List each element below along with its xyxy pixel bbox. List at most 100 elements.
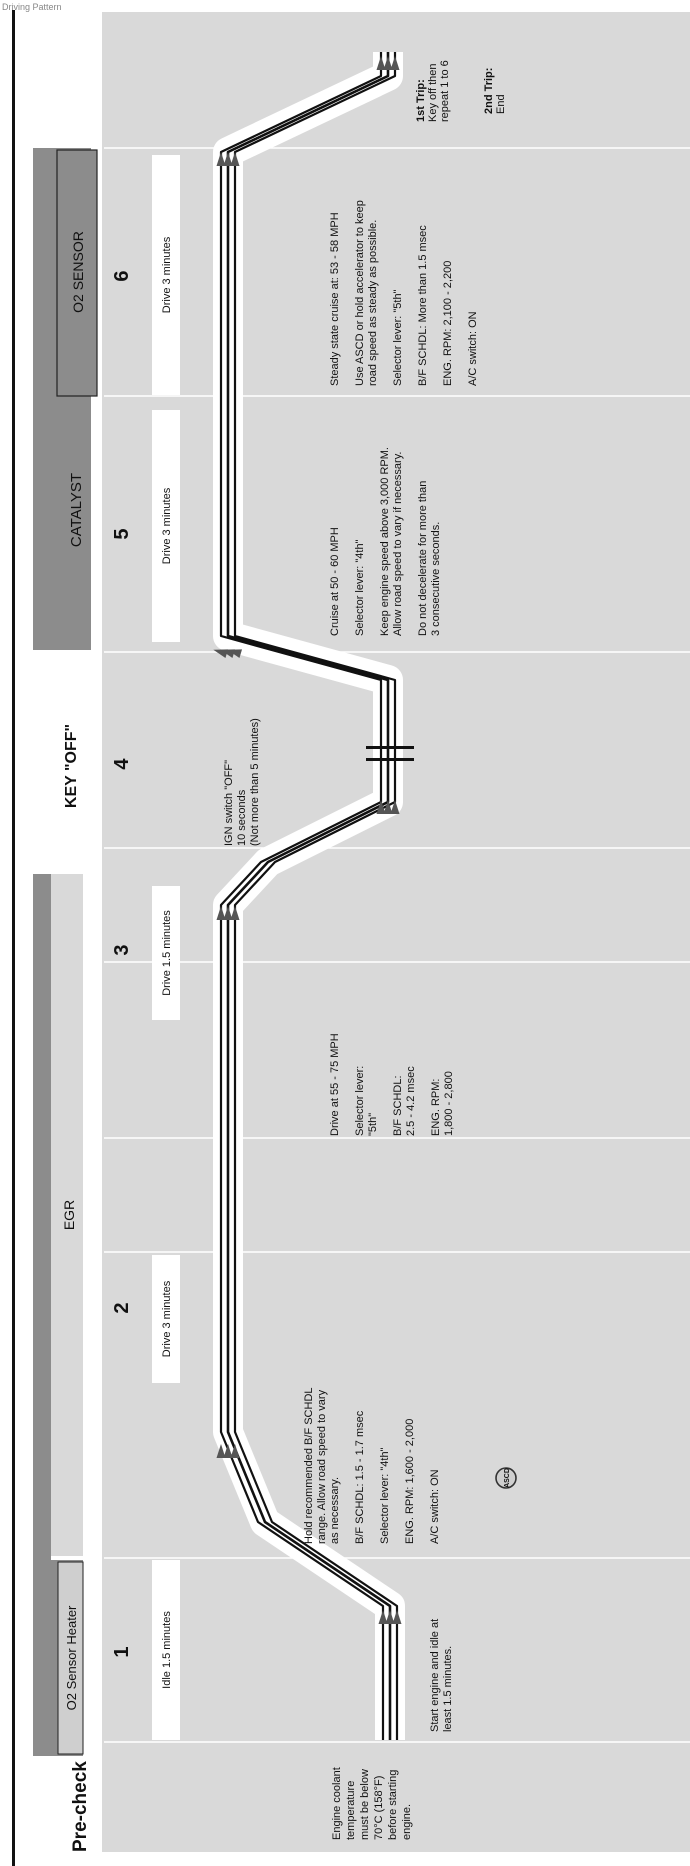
precheck-title: Pre-check bbox=[70, 1761, 91, 1852]
path-arrowhead bbox=[223, 152, 233, 167]
step-instruction: range. Allow road speed to vary bbox=[316, 1389, 328, 1544]
step-instruction: Selector lever: "5th" bbox=[392, 289, 404, 386]
time-box bbox=[152, 1560, 180, 1740]
ascd-badge bbox=[495, 1467, 517, 1489]
first-trip-title: 1st Trip: bbox=[415, 79, 427, 122]
o2-sensor-bar bbox=[56, 149, 98, 397]
first-trip-body: Key off then bbox=[427, 63, 439, 122]
step-instruction: Keep engine speed above 3,000 RPM. bbox=[379, 447, 391, 636]
path-arrowhead bbox=[383, 56, 393, 71]
o2-sensor-label: O2 SENSOR bbox=[70, 231, 86, 313]
time-box bbox=[152, 155, 180, 395]
key-off-label: KEY "OFF" bbox=[63, 724, 80, 808]
step-number: 6 bbox=[111, 270, 133, 281]
path-arrowhead bbox=[216, 906, 226, 921]
step-instruction: B/F SCHDL: bbox=[392, 1075, 404, 1136]
step-number: 1 bbox=[111, 1646, 133, 1657]
o2-heater-label: O2 Sensor Heater bbox=[64, 1605, 79, 1710]
step-instruction: Do not decelerate for more than bbox=[417, 481, 429, 636]
speed-path bbox=[213, 52, 414, 1740]
step-instruction: Start engine and idle at bbox=[429, 1619, 441, 1732]
precheck-note: temperature bbox=[345, 1781, 357, 1840]
path-line bbox=[219, 52, 385, 1740]
key-off-break bbox=[366, 746, 414, 749]
step-instruction: 10 seconds bbox=[236, 789, 248, 846]
path-arrowhead bbox=[385, 1610, 395, 1625]
path-arrowhead bbox=[223, 1444, 233, 1459]
step-instruction: as necessary. bbox=[329, 1477, 341, 1544]
step-instruction: Use ASCD or hold accelerator to keep bbox=[354, 200, 366, 386]
step-instruction: 2.5 - 4.2 msec bbox=[405, 1066, 417, 1136]
step-number: 4 bbox=[111, 758, 133, 770]
time-box-label: Drive 1.5 minutes bbox=[161, 910, 173, 996]
diagram-panel bbox=[102, 12, 690, 1852]
step-instruction: ENG. RPM: 2,100 - 2,200 bbox=[442, 261, 454, 386]
time-box-label: Idle 1.5 minutes bbox=[161, 1611, 173, 1689]
precheck-note: before starting bbox=[387, 1770, 399, 1840]
step-instruction: "5th" bbox=[367, 1113, 379, 1136]
precheck-note: engine. bbox=[401, 1804, 413, 1840]
time-box bbox=[152, 410, 180, 642]
time-box-label: Drive 3 minutes bbox=[161, 236, 173, 313]
path-arrowhead bbox=[230, 1444, 240, 1459]
time-box bbox=[152, 886, 180, 1020]
second-trip-body: End bbox=[495, 94, 507, 114]
path-line bbox=[233, 52, 399, 1740]
column-dividers bbox=[104, 147, 690, 1743]
egr-bar-edge bbox=[33, 874, 51, 1560]
step-instruction: road speed as steady as possible. bbox=[367, 220, 379, 386]
path-arrowhead bbox=[378, 1610, 388, 1625]
step-instruction: A/C switch: ON bbox=[467, 311, 479, 386]
path-arrowhead bbox=[376, 56, 386, 71]
path-arrowhead bbox=[392, 1610, 402, 1625]
second-trip-title: 2nd Trip: bbox=[483, 68, 495, 114]
step-instruction: Allow road speed to vary if necessary. bbox=[392, 452, 404, 636]
monitor-bars: O2 Sensor Heater EGR KEY "OFF" CATALYST O2 S… bbox=[33, 148, 98, 1756]
key-off-break bbox=[366, 758, 414, 761]
ascd-badge-label: ASCD bbox=[504, 1468, 511, 1488]
step-instruction: B/F SCHDL: 1.5 - 1.7 msec bbox=[354, 1410, 366, 1544]
step-instruction: 3 consecutive seconds. bbox=[430, 522, 442, 636]
path-arrowhead bbox=[230, 152, 240, 167]
step-number: 3 bbox=[111, 944, 133, 955]
step-instruction: Steady state cruise at: 53 - 58 MPH bbox=[329, 212, 341, 386]
o2-heater-bar-inner bbox=[57, 1561, 84, 1755]
step-instruction: Drive at 55 - 75 MPH bbox=[329, 1033, 341, 1136]
time-box-label: Drive 3 minutes bbox=[161, 487, 173, 564]
step-instruction: Selector lever: bbox=[354, 1066, 366, 1136]
catalyst-label: CATALYST bbox=[68, 473, 85, 547]
step-instruction: A/C switch: ON bbox=[429, 1469, 441, 1544]
time-box bbox=[152, 1255, 180, 1383]
path-arrowhead bbox=[390, 56, 400, 71]
step-instruction: B/F SCHDL: More than 1.5 msec bbox=[417, 225, 429, 386]
page-left-rule bbox=[12, 10, 15, 1866]
path-line bbox=[226, 52, 392, 1740]
path-arrowhead bbox=[383, 800, 393, 815]
step-number: 2 bbox=[111, 1302, 133, 1313]
step-instruction: Hold recommended B/F SCHDL bbox=[303, 1387, 315, 1544]
path-arrowhead bbox=[376, 800, 386, 815]
step-instruction: Selector lever: "4th" bbox=[379, 1447, 391, 1544]
step-instruction: ENG. RPM: 1,600 - 2,000 bbox=[404, 1419, 416, 1544]
precheck-note: 70°C (158°F) bbox=[373, 1776, 385, 1840]
path-arrowhead bbox=[390, 800, 400, 815]
header-text: Driving Pattern bbox=[2, 2, 62, 12]
precheck-note: must be below bbox=[359, 1769, 371, 1840]
first-trip-body: repeat 1 to 6 bbox=[439, 60, 451, 122]
path-arrowhead bbox=[230, 906, 240, 921]
step-instruction: 1,800 - 2,800 bbox=[443, 1071, 455, 1136]
time-box-label: Drive 3 minutes bbox=[161, 1280, 173, 1357]
step-instruction: IGN switch "OFF" bbox=[223, 760, 235, 846]
path-arrowhead bbox=[223, 906, 233, 921]
step-instruction: Selector lever: "4th" bbox=[354, 539, 366, 636]
step-instruction: least 1.5 minutes. bbox=[442, 1646, 454, 1732]
path-arrowhead bbox=[216, 152, 226, 167]
egr-label: EGR bbox=[61, 1200, 77, 1230]
step-instruction: (Not more than 5 minutes) bbox=[249, 718, 261, 846]
step-number: 5 bbox=[111, 528, 133, 539]
path-arrowhead bbox=[227, 649, 243, 659]
path-arrowhead bbox=[216, 1444, 226, 1459]
